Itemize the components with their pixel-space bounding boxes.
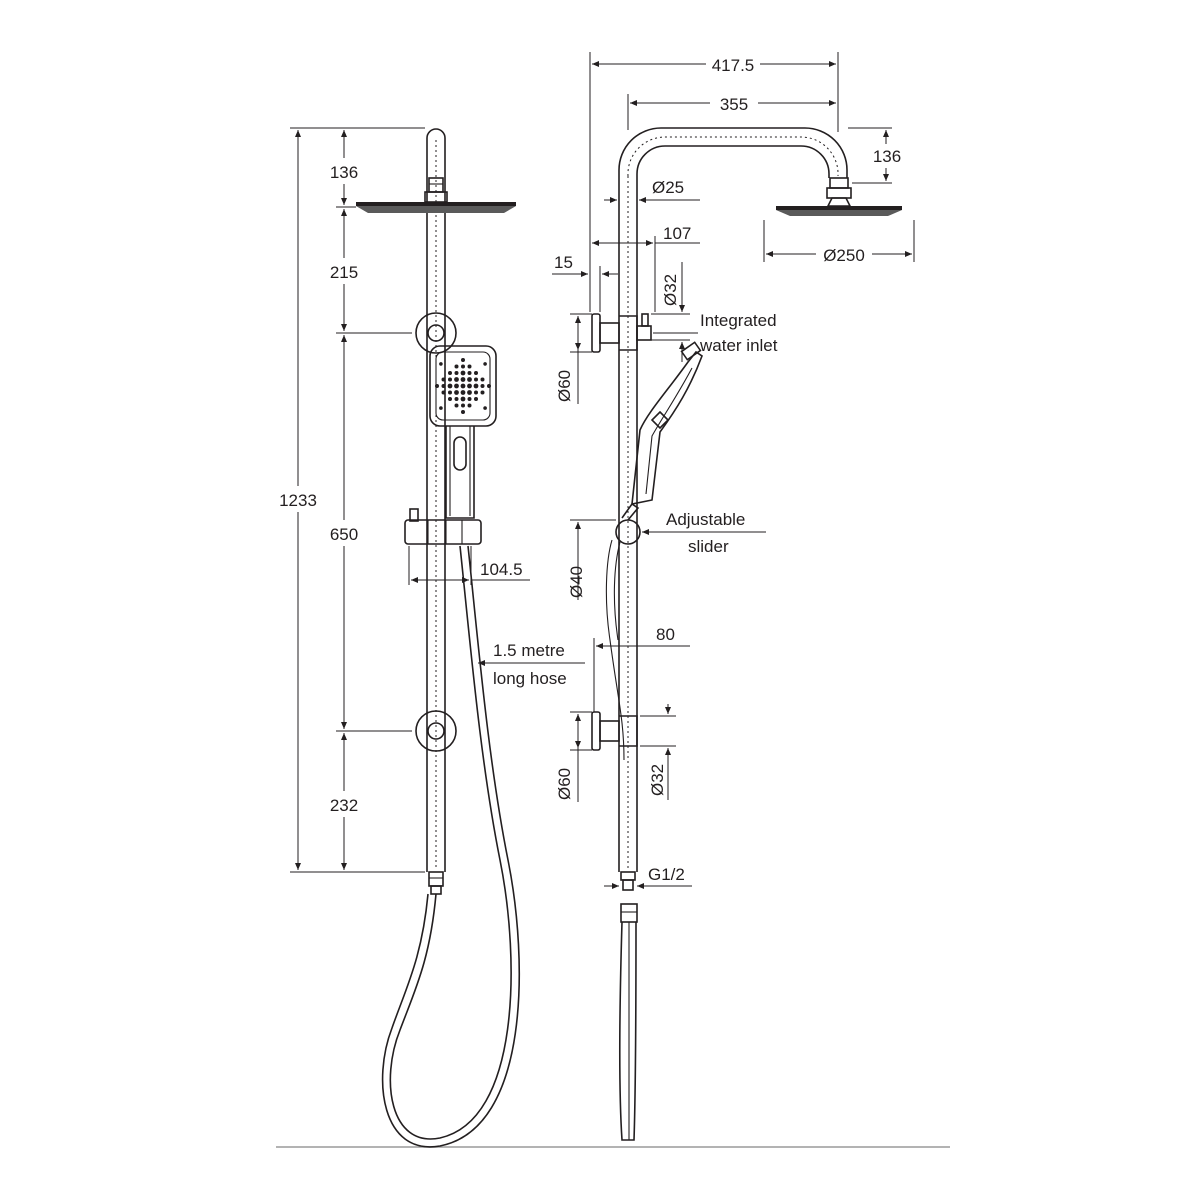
front-dimensions: 1233 136 215 650 232 104.5 (274, 127, 530, 873)
hose-label-line-2: long hose (493, 669, 567, 688)
dim-bottom-height: 232 (330, 796, 358, 815)
side-slider (615, 502, 641, 545)
nozzle (441, 377, 446, 382)
dim-lower-bracket-offset: 80 (656, 625, 675, 644)
dim-head-to-bracket: 215 (330, 263, 358, 282)
dim-bracket-diameter-bottom: Ø32 (648, 764, 667, 796)
slider-label-line-1: Adjustable (666, 510, 745, 529)
dim-flange-diameter-top: Ø60 (555, 370, 574, 402)
nozzle (460, 390, 466, 395)
side-hand-shower (631, 341, 703, 505)
nozzle (448, 377, 452, 382)
nozzle (480, 384, 485, 388)
side-view: 417.5 355 136 Ø25 Ø250 (552, 52, 915, 1141)
nozzle (483, 406, 487, 410)
side-shower-head (776, 177, 902, 216)
nozzle (460, 377, 466, 382)
front-view: 1233 136 215 650 232 104.5 (274, 127, 585, 1148)
dim-head-diameter: Ø250 (823, 246, 865, 265)
hose-label: 1.5 metre long hose (478, 641, 585, 688)
inlet-label: Integrated water inlet (653, 311, 778, 355)
front-lower-bracket (415, 710, 457, 752)
nozzle (447, 383, 453, 389)
nozzle (454, 377, 459, 382)
front-upper-bracket (415, 312, 457, 354)
nozzle (474, 397, 478, 401)
dim-head-drop: 136 (873, 147, 901, 166)
nozzle (461, 364, 465, 369)
dim-flange-diameter-bottom: Ø60 (555, 768, 574, 800)
nozzle-grid (435, 358, 491, 414)
nozzle (454, 397, 459, 401)
front-bottom-fitting (428, 871, 444, 895)
nozzle (473, 383, 479, 389)
nozzle (461, 410, 465, 414)
nozzle (441, 384, 446, 388)
nozzle (460, 383, 466, 389)
dim-overall-height: 1233 (279, 491, 317, 510)
dim-top-height: 136 (330, 163, 358, 182)
dim-inlet-thread: G1/2 (648, 865, 685, 884)
dim-overall-reach: 417.5 (712, 56, 755, 75)
side-lower-bracket (591, 711, 638, 751)
nozzle (487, 384, 491, 388)
nozzle (467, 383, 472, 389)
nozzle (454, 364, 459, 369)
front-hand-shower (429, 345, 497, 519)
slider-label: Adjustable slider (642, 510, 766, 556)
nozzle (467, 364, 472, 369)
slider-label-line-2: slider (688, 537, 729, 556)
nozzle (454, 403, 459, 408)
side-rail (618, 127, 848, 872)
dim-arm-reach: 355 (720, 95, 748, 114)
dim-rail-diameter: Ø25 (652, 178, 684, 197)
front-slider (404, 508, 482, 545)
nozzle (467, 377, 472, 382)
nozzle (448, 397, 452, 401)
side-hose (605, 539, 625, 761)
nozzle (454, 390, 459, 395)
nozzle (474, 390, 478, 395)
dim-holder-projection: 104.5 (480, 560, 523, 579)
nozzle (467, 397, 472, 401)
inlet-label-line-2: water inlet (699, 336, 778, 355)
inlet-label-line-1: Integrated (700, 311, 777, 330)
nozzle (467, 403, 472, 408)
side-dimensions: 417.5 355 136 Ø25 Ø250 (552, 52, 915, 889)
front-rail (426, 128, 446, 872)
side-upper-bracket (591, 313, 652, 353)
nozzle (460, 370, 466, 376)
nozzle (461, 403, 465, 408)
nozzle (474, 377, 478, 382)
dim-bracket-offset: 107 (663, 224, 691, 243)
nozzle (448, 390, 452, 395)
dim-bracket-gap: 15 (554, 253, 573, 272)
nozzle (439, 362, 443, 366)
nozzle (483, 362, 487, 366)
dim-slider-diameter: Ø40 (567, 566, 586, 598)
nozzle (480, 390, 485, 395)
nozzle (441, 390, 446, 395)
nozzle (467, 390, 472, 395)
front-shower-head (356, 202, 516, 213)
nozzle (454, 383, 459, 389)
nozzle (474, 371, 478, 375)
nozzle (454, 371, 459, 375)
nozzle (467, 371, 472, 375)
hose-label-line-1: 1.5 metre (493, 641, 565, 660)
nozzle (435, 384, 439, 388)
nozzle (480, 377, 485, 382)
nozzle (448, 371, 452, 375)
side-bottom-fitting (618, 871, 638, 1141)
front-hose (381, 545, 521, 1148)
dim-bracket-diameter-top: Ø32 (661, 274, 680, 306)
nozzle (460, 396, 466, 402)
nozzle (439, 406, 443, 410)
dim-bracket-spacing: 650 (330, 525, 358, 544)
nozzle (461, 358, 465, 362)
